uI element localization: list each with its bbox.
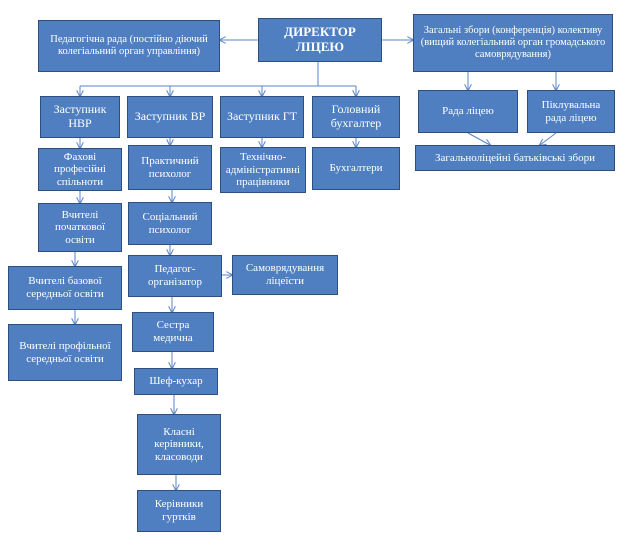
class-leaders-label: Класні керівники, класоводи (154, 425, 204, 463)
tech-staff-box: Технічно-адміністративні працівники (220, 147, 306, 193)
deputy-gt-box: Заступник ГТ (220, 96, 304, 138)
social-psych-box: Соціальний психолог (128, 202, 212, 245)
club-leaders-label: Керівники гуртків (154, 498, 204, 523)
primary-teachers-box: Вчителі початкової освіти (38, 203, 122, 252)
ped-council-label: Педагогічна рада (постійно діючий колегі… (50, 33, 208, 57)
basic-teachers-label: Вчителі базової середньої освіти (26, 275, 104, 300)
prof-communities-box: Фахові професійні спільноти (38, 148, 122, 191)
arrow-lyceum-to-parents (467, 132, 490, 145)
deputy-nvr-label: Заступник НВР (53, 102, 107, 130)
arrow-trustee-to-parents (540, 132, 557, 145)
prof-communities-label: Фахові професійні спільноти (54, 150, 106, 188)
trustee-council-box: Піклувальна рада ліцею (527, 90, 615, 133)
club-leaders-box: Керівники гуртків (137, 490, 221, 532)
lyceum-council-label: Рада ліцею (442, 105, 494, 118)
deputy-gt-label: Заступник ГТ (226, 109, 298, 124)
nurse-box: Сестра медична (132, 312, 214, 352)
practical-psych-box: Практичний психолог (128, 145, 212, 190)
social-psych-label: Соціальний психолог (142, 210, 198, 236)
accountants-label: Бухгалтери (329, 162, 383, 175)
parent-meeting-label: Загальноліцейні батьківські збори (435, 151, 595, 164)
general-meeting-label: Загальні збори (конференція) колективу (… (420, 24, 606, 61)
chief-accountant-box: Головний бухгалтер (312, 96, 400, 138)
accountants-box: Бухгалтери (312, 147, 400, 190)
deputy-nvr-box: Заступник НВР (40, 96, 120, 138)
parent-meeting-box: Загальноліцейні батьківські збори (415, 145, 615, 171)
self-government-box: Самоврядування ліцеїсти (232, 255, 338, 295)
deputy-vr-box: Заступник ВР (127, 96, 213, 138)
profile-teachers-label: Вчителі профільної середньої освіти (19, 339, 111, 365)
self-government-label: Самоврядування ліцеїсти (245, 262, 325, 287)
director-box: ДИРЕКТОР ЛІЦЕЮ (258, 18, 382, 62)
chief-accountant-label: Головний бухгалтер (330, 102, 382, 130)
general-meeting-box: Загальні збори (конференція) колективу (… (413, 14, 613, 72)
tech-staff-label: Технічно-адміністративні працівники (225, 151, 301, 189)
practical-psych-label: Практичний психолог (141, 154, 199, 180)
chef-box: Шеф-кухар (134, 368, 218, 395)
lyceum-council-box: Рада ліцею (418, 90, 518, 133)
nurse-label: Сестра медична (153, 319, 193, 344)
trustee-council-label: Піклувальна рада ліцею (541, 98, 601, 124)
basic-teachers-box: Вчителі базової середньої освіти (8, 266, 122, 310)
chef-label: Шеф-кухар (149, 375, 203, 388)
ped-organizer-label: Педагог-організатор (148, 263, 202, 288)
deputy-vr-label: Заступник ВР (134, 109, 206, 124)
primary-teachers-label: Вчителі початкової освіти (55, 208, 105, 246)
profile-teachers-box: Вчителі профільної середньої освіти (8, 324, 122, 381)
ped-council-box: Педагогічна рада (постійно діючий колегі… (38, 20, 220, 72)
class-leaders-box: Класні керівники, класоводи (137, 414, 221, 475)
ped-organizer-box: Педагог-організатор (128, 255, 222, 297)
director-label: ДИРЕКТОР ЛІЦЕЮ (284, 24, 356, 54)
